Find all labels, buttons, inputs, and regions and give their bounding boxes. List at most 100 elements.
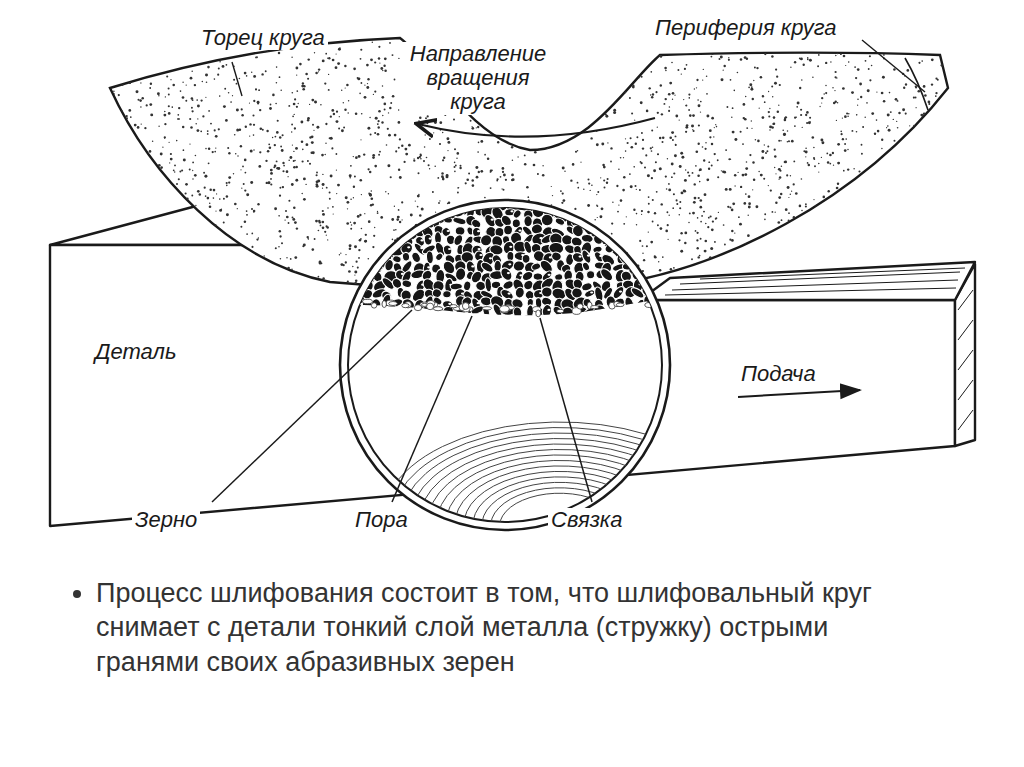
stipple-dot [107,170,108,171]
stipple-dot [312,248,315,251]
stipple-dot [764,213,766,215]
stipple-dot [728,57,729,58]
stipple-dot [905,172,908,175]
stipple-dot [156,230,158,232]
stipple-dot [834,71,836,73]
stipple-dot [651,130,653,132]
stipple-dot [887,125,889,127]
stipple-dot [620,157,622,159]
stipple-dot [325,142,326,143]
stipple-dot [602,164,605,167]
stipple-dot [302,82,304,84]
stipple-dot [888,246,889,247]
stipple-dot [195,205,196,206]
stipple-dot [847,149,849,151]
stipple-dot [368,36,370,38]
stipple-dot [189,143,190,144]
stipple-dot [252,114,254,116]
stipple-dot [512,159,514,161]
stipple-dot [219,209,222,212]
stipple-dot [330,175,333,178]
stipple-dot [757,290,760,293]
stipple-dot [732,107,734,109]
stipple-dot [666,188,668,190]
stipple-dot [309,163,311,165]
stipple-dot [609,104,611,106]
stipple-dot [380,67,383,70]
stipple-dot [262,276,264,278]
ground-hatching [665,268,973,430]
stipple-dot [755,205,758,208]
stipple-dot [598,75,600,77]
stipple-dot [377,211,378,212]
stipple-dot [704,148,706,150]
stipple-dot [765,234,768,237]
stipple-dot [617,36,619,38]
stipple-dot [659,167,662,170]
stipple-dot [800,57,803,60]
stipple-dot [384,70,387,73]
stipple-dot [565,90,568,93]
stipple-dot [163,114,166,117]
stipple-dot [820,272,822,274]
stipple-dot [195,123,196,124]
stipple-dot [270,183,272,185]
stipple-dot [107,168,109,170]
stipple-dot [164,228,165,229]
stipple-dot [791,191,792,192]
stipple-dot [707,226,709,228]
stipple-dot [664,98,666,100]
stipple-dot [511,146,513,148]
stipple-dot [734,232,735,233]
stipple-dot [645,154,647,156]
stipple-dot [249,102,250,103]
stipple-dot [625,138,626,139]
stipple-dot [611,37,613,39]
stipple-dot [826,153,828,155]
stipple-dot [253,149,255,151]
stipple-dot [612,201,613,202]
stipple-dot [164,136,166,138]
stipple-dot [856,257,858,259]
stipple-dot [355,280,358,283]
stipple-dot [364,240,367,243]
stipple-dot [313,130,314,131]
stipple-dot [253,134,255,136]
stipple-dot [731,209,734,212]
stipple-dot [836,120,837,121]
stipple-dot [693,130,695,132]
stipple-dot [354,274,355,275]
stipple-dot [779,84,781,86]
stipple-dot [133,77,135,79]
stipple-dot [524,163,527,166]
stipple-dot [603,179,605,181]
stipple-dot [915,86,917,88]
stipple-dot [441,172,444,175]
stipple-dot [589,95,590,96]
stipple-dot [912,170,915,173]
stipple-dot [685,105,686,106]
stipple-dot [890,37,893,40]
stipple-dot [907,146,908,147]
stipple-dot [357,267,359,269]
stipple-dot [679,214,681,216]
stipple-dot [630,137,632,139]
stipple-dot [244,220,247,223]
stipple-dot [875,234,878,237]
stipple-dot [272,137,273,138]
stipple-dot [398,121,401,124]
stipple-dot [181,267,184,270]
stipple-dot [669,215,670,216]
stipple-dot [713,47,715,49]
stipple-dot [771,126,774,129]
stipple-dot [434,166,436,168]
stipple-dot [490,187,492,189]
stipple-dot [570,180,572,182]
stipple-dot [688,175,690,177]
stipple-dot [712,53,714,55]
stipple-dot [950,198,952,200]
stipple-dot [178,49,179,50]
stipple-dot [786,48,789,51]
stipple-dot [617,211,619,213]
stipple-dot [898,239,901,242]
